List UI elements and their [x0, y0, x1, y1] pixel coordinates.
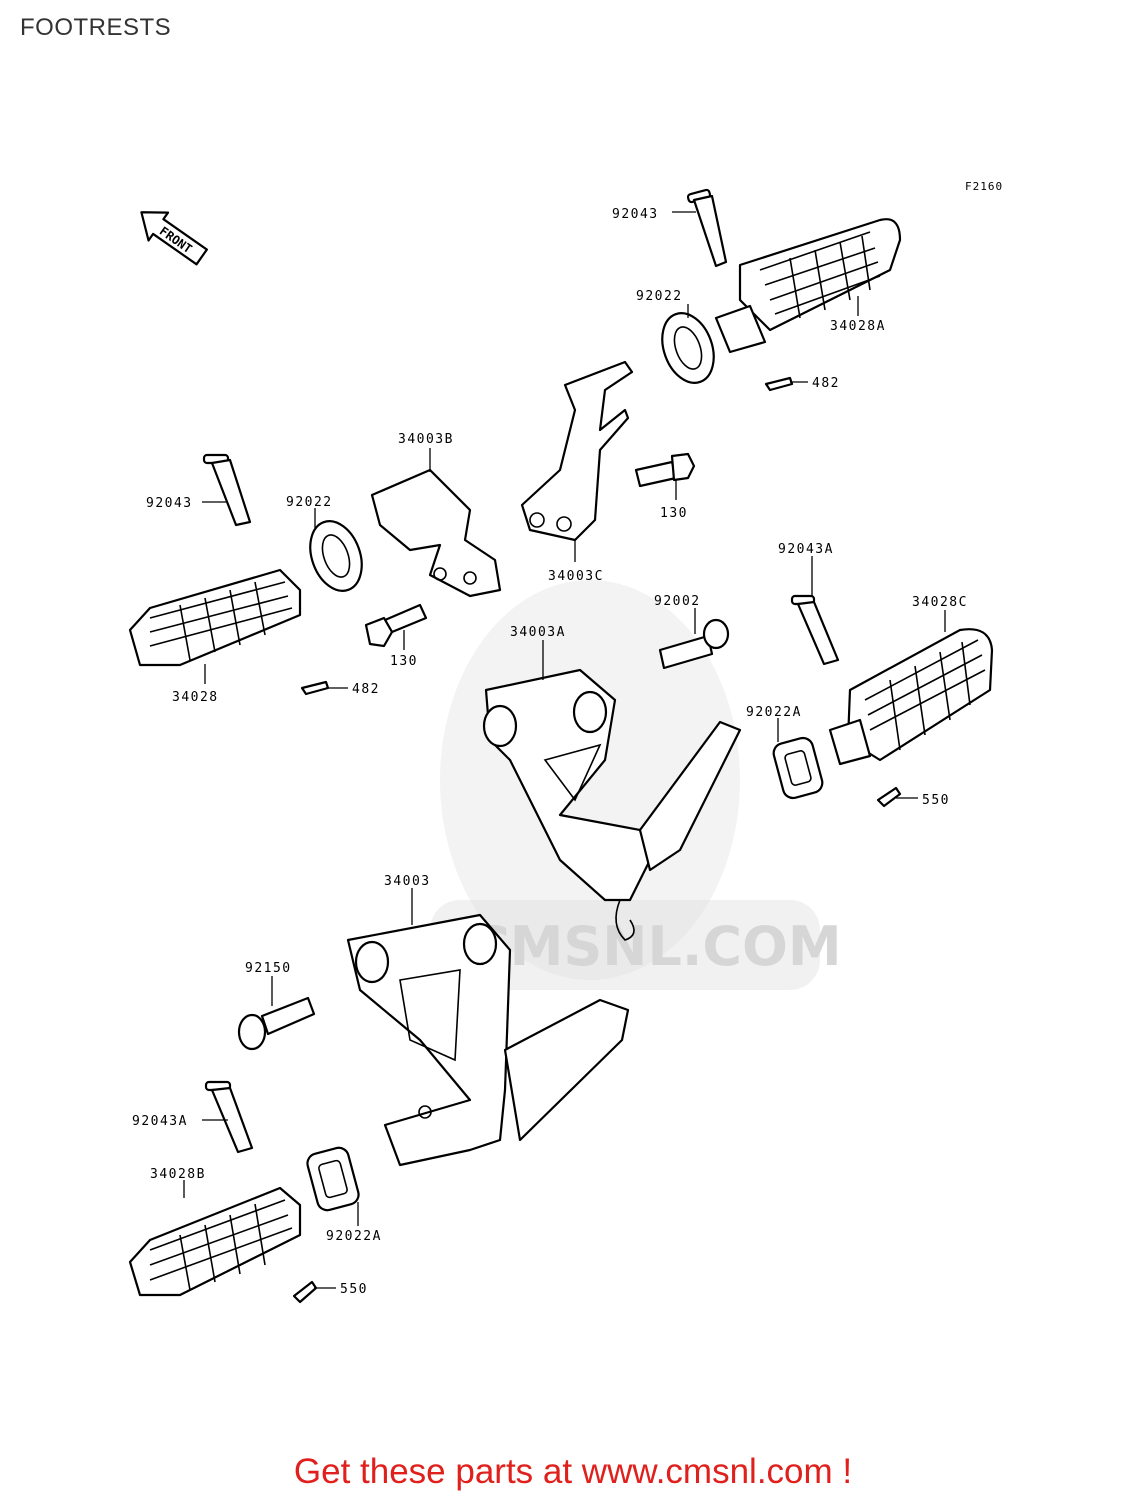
label-34003C: 34003C: [548, 569, 604, 584]
pin-92043-left: [202, 453, 252, 527]
cotter-550-right: [876, 786, 902, 808]
label-130-right: 130: [660, 506, 688, 521]
cotter-550-left: [292, 1280, 318, 1304]
leader-lines: [183, 211, 946, 1289]
collar-92022-top: [661, 312, 715, 384]
label-92043A-right: 92043A: [778, 542, 834, 557]
collar-92022-left: [309, 520, 363, 592]
cotter-482-left: [300, 680, 330, 696]
label-34003B: 34003B: [398, 432, 454, 447]
label-92043A-left: 92043A: [132, 1114, 188, 1129]
label-482-left: 482: [352, 682, 380, 697]
watermark-text: CMSNL.COM: [470, 915, 842, 978]
pin-92043A-right: [790, 594, 840, 666]
label-92150: 92150: [245, 961, 292, 976]
bracket-34003A: [482, 668, 742, 941]
front-arrow-icon: FRONT: [140, 211, 208, 266]
label-34003A: 34003A: [510, 625, 566, 640]
footrest-34028B: [128, 1186, 302, 1297]
label-550-left: 550: [340, 1282, 368, 1297]
bracket-34003B: [370, 468, 502, 598]
label-92002: 92002: [654, 594, 701, 609]
footrest-34028: [128, 568, 302, 667]
cotter-482-top: [764, 376, 794, 392]
bolt-130-left: [364, 603, 428, 648]
collar-92022A-left: [306, 1146, 360, 1212]
label-92022A-left: 92022A: [326, 1229, 382, 1244]
pin-92043-top: [686, 188, 728, 268]
pin-92043A-left: [204, 1080, 254, 1154]
parts-diagram: CMSNL.COM F2160 FRONT: [128, 180, 1003, 1304]
footrest-34028C: [828, 628, 994, 766]
diagram-code: F2160: [965, 180, 1003, 193]
label-92022-left: 92022: [286, 495, 333, 510]
label-92022-top: 92022: [636, 289, 683, 304]
bolt-130-right: [634, 452, 696, 488]
page-title: FOOTRESTS: [20, 14, 172, 41]
label-92022A-right: 92022A: [746, 705, 802, 720]
bracket-34003C: [520, 360, 634, 542]
collar-92022A-right: [772, 736, 824, 800]
bolt-92150: [237, 996, 316, 1051]
footer-link[interactable]: Get these parts at www.cmsnl.com !: [293, 1452, 853, 1491]
label-92043-top: 92043: [612, 207, 659, 222]
label-550-right: 550: [922, 793, 950, 808]
label-34028A: 34028A: [830, 319, 886, 334]
label-482-top: 482: [812, 376, 840, 391]
footrest-34028A: [714, 218, 902, 354]
bolt-92002: [658, 618, 730, 670]
label-130-left: 130: [390, 654, 418, 669]
bracket-34003: [346, 913, 630, 1167]
label-92043-left: 92043: [146, 496, 193, 511]
label-34028C: 34028C: [912, 595, 968, 610]
label-34003: 34003: [384, 874, 431, 889]
label-34028B: 34028B: [150, 1167, 206, 1182]
label-34028: 34028: [172, 690, 219, 705]
